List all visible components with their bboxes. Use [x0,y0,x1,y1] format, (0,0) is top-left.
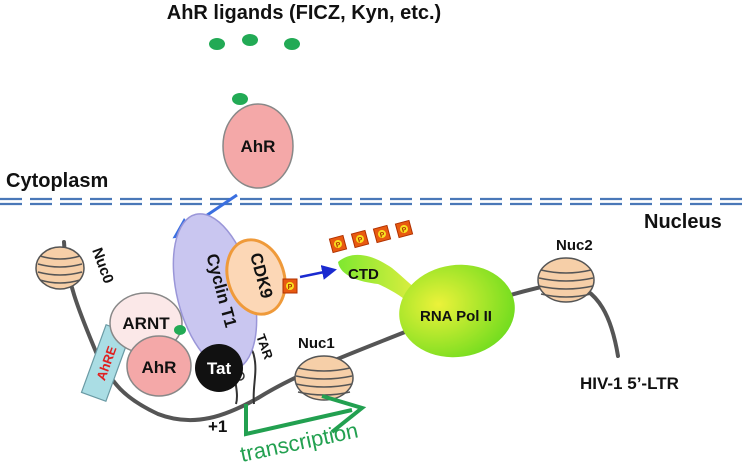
ahre-element: AhRE [80,323,132,403]
ligand-dot [242,34,258,46]
ctd-phospho-groups: P P P P [328,219,414,254]
phosphorylation-arrow [299,265,337,280]
ahr-nucleus-label: AhR [142,358,177,377]
cdk9-protein [225,238,287,316]
hiv-ltr-label: HIV-1 5’-LTR [580,374,679,393]
svg-text:P: P [401,226,408,234]
nuclear-ligand-dot [174,325,186,335]
svg-text:P: P [379,231,386,239]
nucleosome-nuc0 [35,246,85,290]
tat-protein [195,344,243,392]
transcription-arrow-head [321,394,367,434]
ahr-nucleus-protein [126,335,192,397]
arnt-label: ARNT [122,314,170,333]
ahr-cytoplasm-label: AhR [241,137,276,156]
tar-label: TAR [253,332,276,362]
ctd-tail [338,254,422,308]
plus-one-label: +1 [208,417,227,436]
transcription-arrow-stem [244,404,353,437]
tat-label: Tat [207,359,232,378]
ahr-cytoplasm-protein [222,103,294,189]
nucleosome-nuc2 [537,257,595,303]
rna-pol-ii-protein [399,264,515,358]
nucleosome-nuc1 [294,355,354,401]
cytoplasm-label: Cytoplasm [6,170,108,192]
ligand-dot [284,38,300,50]
nucleus-label: Nucleus [644,211,722,233]
nuc2-label: Nuc2 [556,237,593,254]
svg-text:P: P [288,284,293,291]
nuclear-membrane [0,197,742,206]
svg-text:P: P [335,241,342,249]
ligand-dot [209,38,225,50]
ctd-label: CTD [348,266,379,283]
nuc1-label: Nuc1 [298,335,335,352]
transcription-label: transcription [238,418,360,467]
rna-pol-ii-label: RNA Pol II [420,308,492,325]
ligands-title: AhR ligands (FICZ, Kyn, etc.) [167,2,441,24]
ligand-dots [209,34,300,50]
cdk9-phospho-group: P [282,278,298,294]
nuc0-label: Nuc0 [88,246,117,286]
svg-text:P: P [357,236,364,244]
bound-ligand-dot [232,93,248,105]
